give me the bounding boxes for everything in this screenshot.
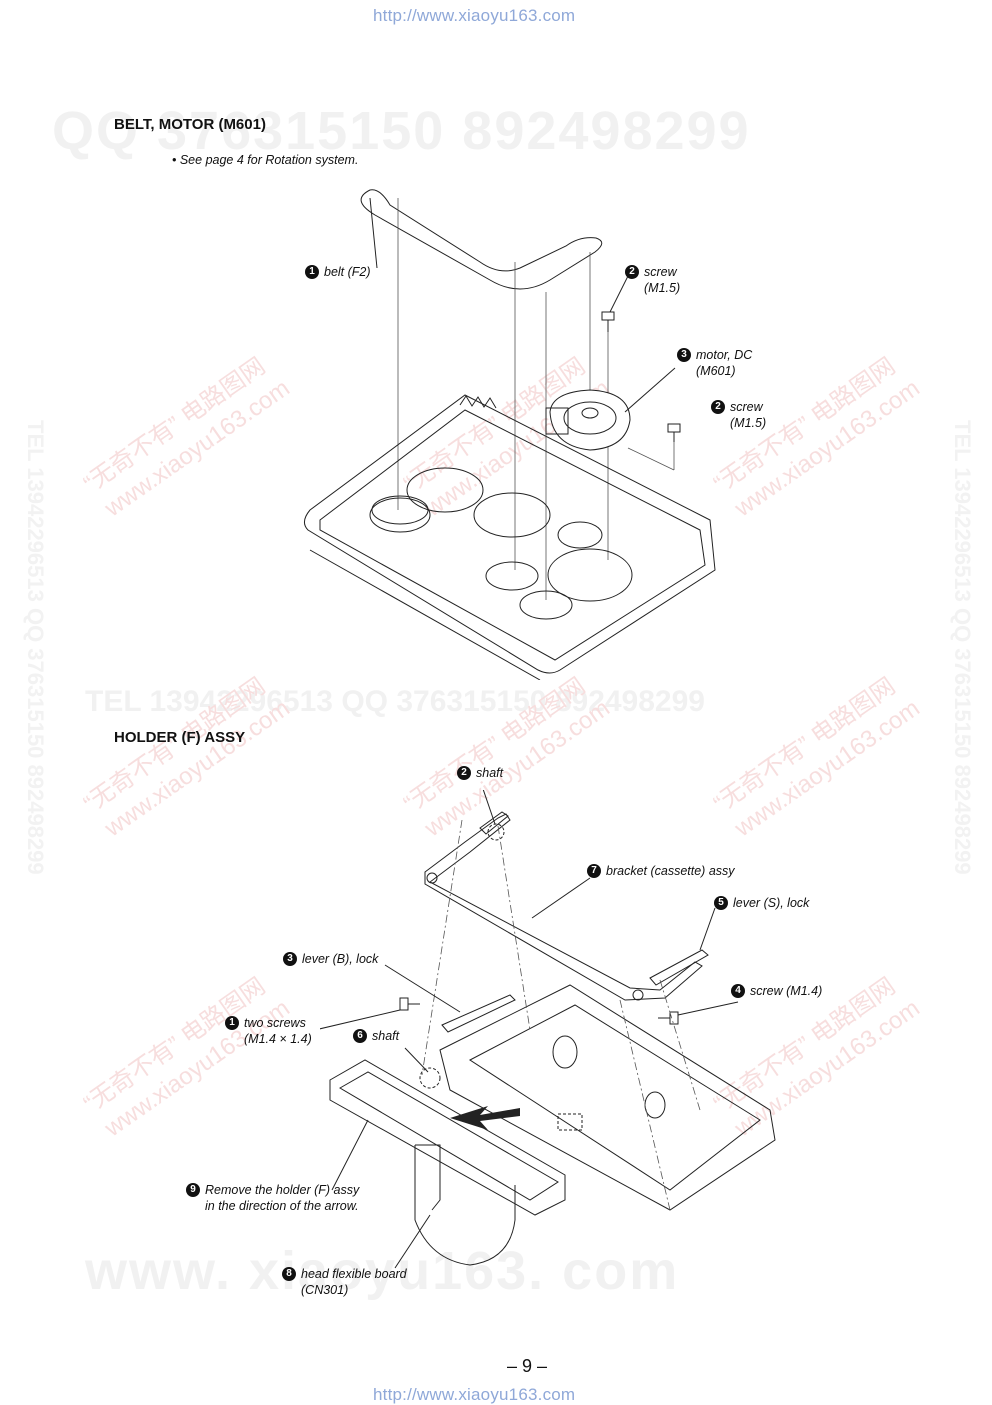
label-screw-1: 2 screw (M1.5) [625,264,680,296]
label-line: lever (S), lock [733,896,810,910]
callout-number: 9 [186,1183,200,1197]
label-line: (M1.4 × 1.4) [244,1032,312,1046]
callout-number: 3 [283,952,297,966]
label-line: screw [730,400,763,414]
label-head-flexible-board: 8 head flexible board (CN301) [282,1266,407,1298]
label-two-screws: 1 two screws (M1.4 × 1.4) [225,1015,312,1047]
label-lever-s-lock: 5 lever (S), lock [714,895,809,911]
holder-assy-exploded-diagram [320,790,776,1269]
label-line: shaft [476,766,504,780]
label-belt: 1 belt (F2) [305,264,371,280]
callout-number: 1 [305,265,319,279]
label-screw-m1-4: 4 screw (M1.4) [731,983,822,999]
watermark-mid: TEL 13942296513 QQ 376315150 892498299 [85,685,705,718]
label-line: (M601) [696,364,736,378]
label-line: shaft [372,1029,400,1043]
watermark-vertical-left: TEL 13942296513 QQ 376315150 892498299 [23,420,48,875]
label-bracket-cassette-assy: 7 bracket (cassette) assy [587,863,735,879]
label-screw-2: 2 screw (M1.5) [711,399,766,431]
label-line: Remove the holder (F) assy [205,1183,360,1197]
section-title-belt-motor: BELT, MOTOR (M601) [114,116,266,133]
belt-motor-exploded-diagram [304,189,716,680]
label-line: in the direction of the arrow. [205,1199,359,1213]
label-line: two screws [244,1016,306,1030]
callout-number: 3 [677,348,691,362]
watermark-bottom: www. xiaoyu163. com [85,1241,680,1301]
footer-url-link[interactable]: http://www.xiaoyu163.com [373,1385,576,1404]
label-line: (CN301) [301,1283,349,1297]
callout-number: 5 [714,896,728,910]
callout-number: 2 [711,400,725,414]
callout-number: 2 [457,766,471,780]
callout-number: 6 [353,1029,367,1043]
watermark-top: QQ 376315150 892498299 [52,101,751,161]
callout-number: 7 [587,864,601,878]
label-line: belt (F2) [324,265,371,279]
label-shaft-top: 2 shaft [457,765,503,781]
label-shaft-lower: 6 shaft [353,1028,399,1044]
label-line: (M1.5) [644,281,681,295]
label-motor-dc: 3 motor, DC (M601) [677,347,752,379]
label-line: bracket (cassette) assy [606,864,735,878]
callout-number: 4 [731,984,745,998]
label-line: screw [644,265,677,279]
rotation-note: • See page 4 for Rotation system. [172,153,359,167]
label-line: screw (M1.4) [750,984,823,998]
label-lever-b-lock: 3 lever (B), lock [283,951,378,967]
watermark-vertical-right: TEL 13942296513 QQ 376315150 892498299 [950,420,975,875]
label-remove-holder: 9 Remove the holder (F) assy in the direc… [186,1182,359,1214]
label-line: motor, DC [696,348,753,362]
label-line: (M1.5) [730,416,767,430]
page-number: – 9 – [507,1356,548,1376]
callout-number: 8 [282,1267,296,1281]
label-line: lever (B), lock [302,952,379,966]
callout-number: 1 [225,1016,239,1030]
label-line: head flexible board [301,1267,407,1281]
header-url-link[interactable]: http://www.xiaoyu163.com [373,6,576,25]
section-title-holder-assy: HOLDER (F) ASSY [114,729,246,746]
callout-number: 2 [625,265,639,279]
